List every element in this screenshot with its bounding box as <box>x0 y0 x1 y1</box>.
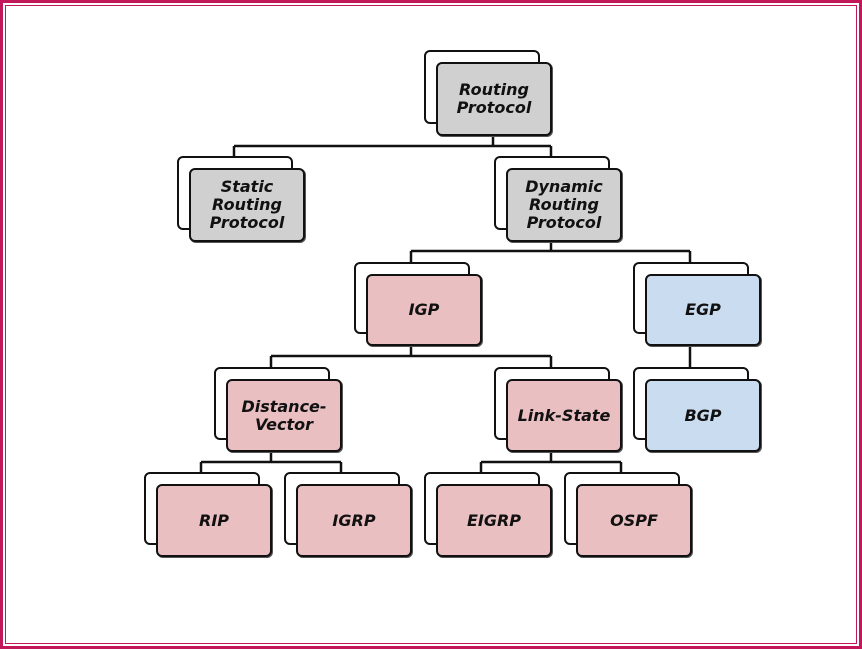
node-label: IGP <box>366 274 482 346</box>
node-label: RIP <box>156 484 272 557</box>
node-label: Link-State <box>506 379 622 452</box>
node-label: Distance- Vector <box>226 379 342 452</box>
node-label: OSPF <box>576 484 692 557</box>
node-label: EIGRP <box>436 484 552 557</box>
node-label: Routing Protocol <box>436 62 552 136</box>
node-label: Dynamic Routing Protocol <box>506 168 622 242</box>
node-label: Static Routing Protocol <box>189 168 305 242</box>
node-label: BGP <box>645 379 761 452</box>
node-label: IGRP <box>296 484 412 557</box>
node-label: EGP <box>645 274 761 346</box>
